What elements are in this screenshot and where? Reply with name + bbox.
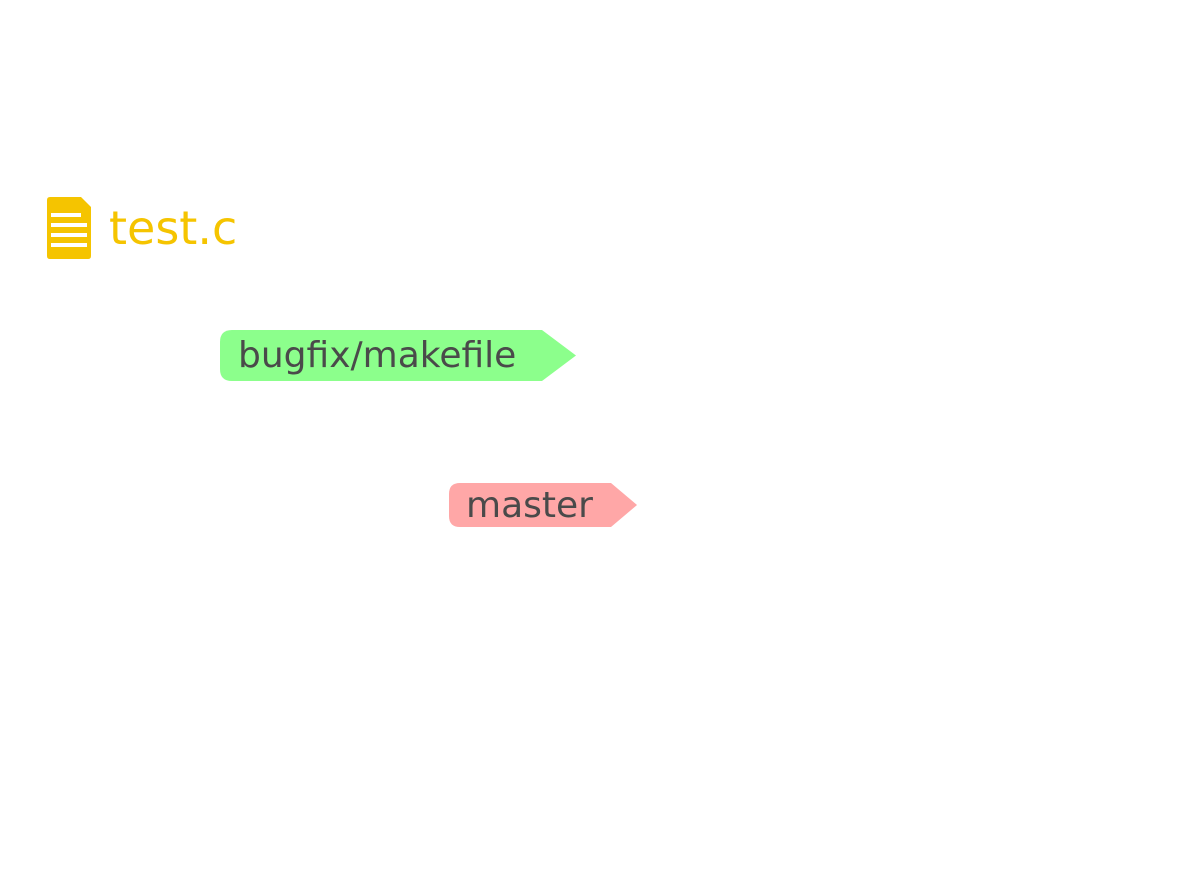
- file-document-icon: [47, 197, 91, 259]
- branch-label-master: master: [466, 484, 593, 526]
- branch-tag-master: master: [449, 483, 637, 527]
- branch-label-bugfix: bugfix/makefile: [238, 335, 517, 376]
- branch-tag-bugfix: bugfix/makefile: [220, 330, 576, 381]
- file-node: test.c: [47, 197, 237, 259]
- file-name-label: test.c: [109, 201, 238, 255]
